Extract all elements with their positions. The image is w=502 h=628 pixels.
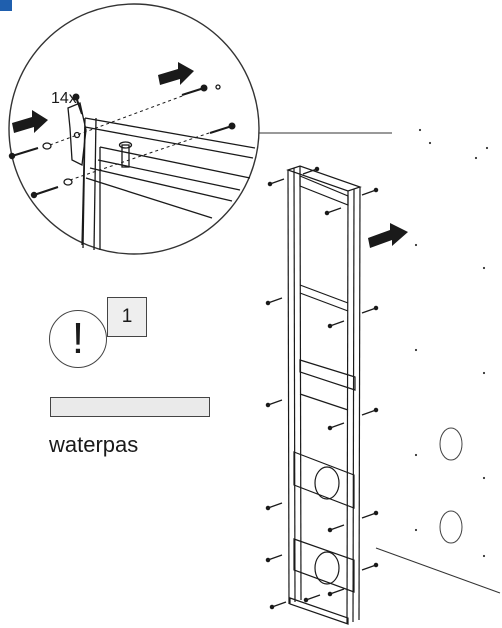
wall-hole-lower — [439, 510, 463, 544]
push-arrow-icon — [158, 62, 194, 85]
exclamation-icon: ! — [71, 314, 85, 363]
wall-surface — [414, 128, 489, 558]
detail-screws — [8, 84, 236, 199]
push-arrow-icon — [368, 223, 408, 248]
step-number-box: 1 — [107, 297, 147, 337]
detail-circle — [8, 3, 260, 255]
detail-guide-lines — [49, 94, 213, 181]
mounting-frame — [286, 165, 362, 625]
level-tool-label: waterpas — [49, 432, 139, 457]
quantity-label: 14x — [51, 90, 77, 107]
wall-hole-upper — [439, 427, 463, 461]
frame-screws — [265, 166, 379, 610]
spirit-level-bar — [50, 397, 210, 417]
detail-washers — [42, 84, 221, 186]
push-arrow-icon — [12, 110, 48, 133]
floor-line — [375, 547, 501, 594]
detail-frame-corner — [67, 102, 256, 251]
corner-tag — [0, 0, 12, 11]
warning-circle — [49, 310, 107, 368]
